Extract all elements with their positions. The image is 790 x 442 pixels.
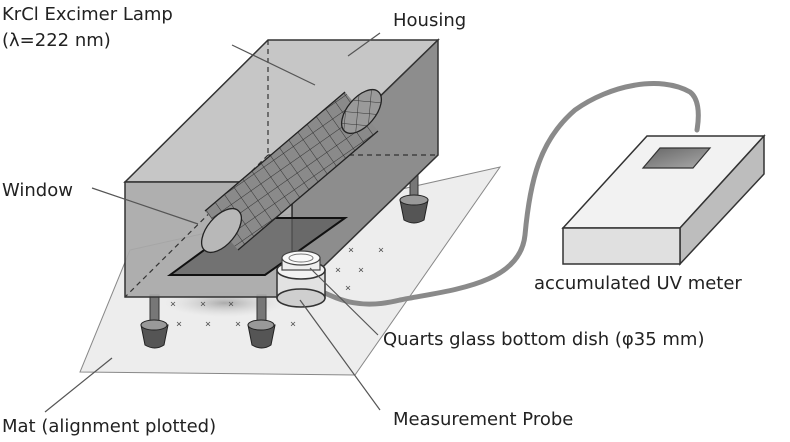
housing-label: Housing [393,10,466,31]
uv-meter-label: accumulated UV meter [534,273,742,294]
uv-meter-display [641,147,712,169]
uv-meter [561,134,766,266]
leg-front-left [140,294,169,349]
probe-cable [315,81,701,307]
alignment-mark: × [200,299,206,310]
housing-legs [140,169,429,349]
probe-label: Measurement Probe [393,409,573,430]
dish-label: Quarts glass bottom dish (φ35 mm) [383,329,704,350]
lamp-label: KrCl Excimer Lamp [2,4,173,25]
alignment-marks: × × × × × × × × × × × × [170,245,384,330]
alignment-mark: × [235,319,241,330]
leader-lines [44,32,381,413]
alignment-mark: × [358,265,364,276]
labels: KrCl Excimer Lamp (λ=222 nm) Housing Win… [2,4,742,437]
alignment-mark: × [378,245,384,256]
quartz-glass-dish [281,250,321,271]
leg-back-right [399,169,429,224]
alignment-mark: × [290,319,296,330]
window-label: Window [2,180,73,201]
alignment-mark: × [335,265,341,276]
alignment-mark: × [205,319,211,330]
leg-front-right [247,294,276,349]
alignment-mark: × [228,299,234,310]
alignment-mark: × [345,283,351,294]
lamp-wavelength-label: (λ=222 nm) [2,30,111,51]
alignment-mark: × [176,319,182,330]
alignment-mark: × [170,299,176,310]
krcl-excimer-lamp [200,88,383,254]
alignment-mark: × [348,245,354,256]
mat-label: Mat (alignment plotted) [2,416,216,437]
